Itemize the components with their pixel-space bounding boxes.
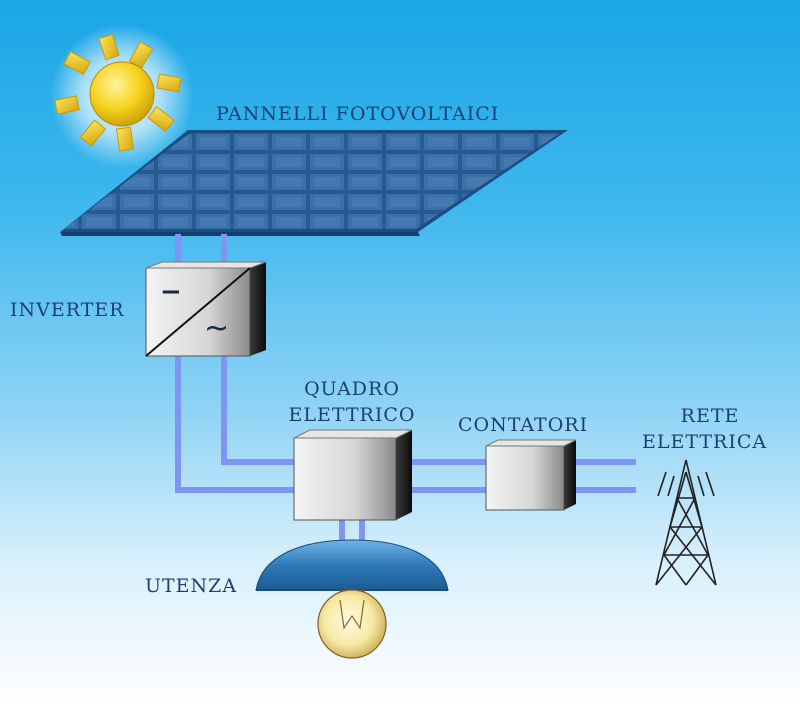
bulb-filament [339,599,365,630]
sun-disc [89,61,155,127]
tower-signal-right [697,471,715,497]
lamp-shade-icon [255,539,449,591]
sun-icon [50,24,194,168]
label-quadro: QUADRO [304,378,400,400]
label-elettrico: ELETTRICO [288,404,416,426]
inverter-dc-symbol: − [160,277,183,307]
label-pannelli-fotovoltaici: PANNELLI FOTOVOLTAICI [216,103,500,125]
light-bulb-icon [317,589,387,659]
inverter-ac-symbol: ~ [204,311,231,346]
solar-panel-icon [60,130,568,236]
label-contatori: CONTATORI [458,414,589,436]
label-elettrica: ELETTRICA [642,431,768,453]
label-inverter: INVERTER [10,299,125,321]
wire-inverter-quadro-top [221,354,296,465]
inverter-diagonal [145,267,251,357]
tower-signal-left [657,471,675,497]
transmission-tower-icon [655,459,717,586]
wire-inverter-quadro-bottom [175,354,296,493]
quadro-elettrico-box [293,429,413,521]
label-utenza: UTENZA [145,575,238,597]
inverter-icon [145,261,267,357]
label-rete: RETE [680,405,740,427]
contatori-box [485,439,577,511]
